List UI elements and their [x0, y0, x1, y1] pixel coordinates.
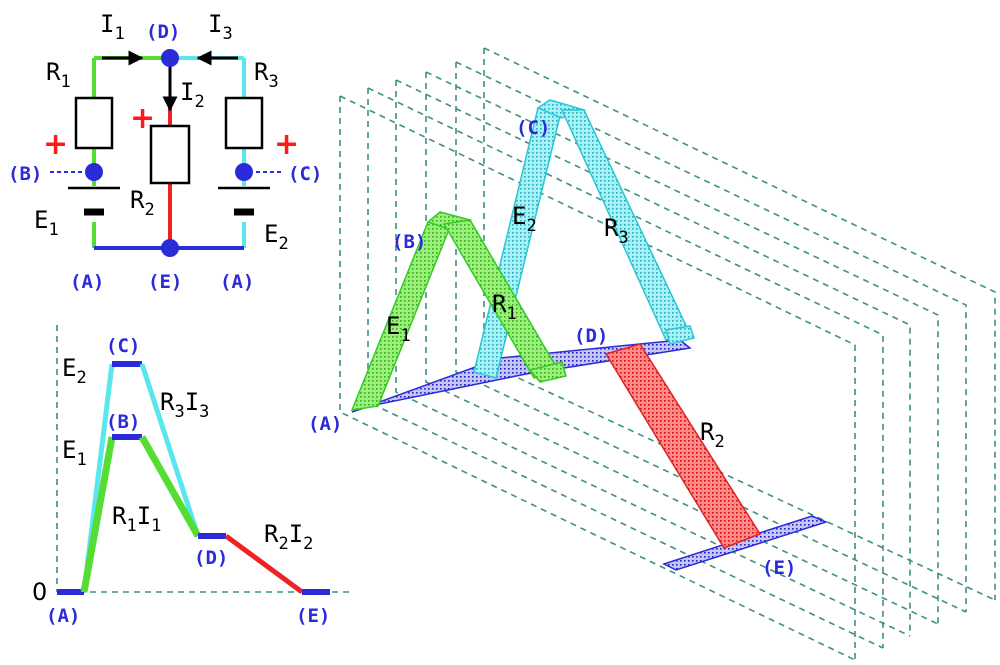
graph-node-d: (D) — [194, 547, 228, 569]
ribbon-d-junction — [528, 361, 567, 383]
graph-node-b: (B) — [106, 411, 140, 433]
view3d-label-r1: R1 — [492, 290, 517, 324]
label-i1: I1 — [100, 10, 125, 44]
node-e-dot — [161, 239, 179, 257]
view3d-node-c: (C) — [516, 117, 550, 139]
graph-label-e2: E2 — [62, 354, 87, 388]
plus-r2: + — [130, 101, 155, 136]
graph-label-e1: E1 — [62, 436, 87, 470]
ribbon-d-cap — [665, 325, 695, 345]
label-r3: R3 — [254, 58, 279, 92]
graph-node-e: (E) — [296, 605, 330, 627]
view3d-node-a: (A) — [308, 413, 342, 435]
label-i3: I3 — [208, 10, 233, 44]
ribbon-r2 — [604, 343, 762, 549]
graph-label-r2i2: R2I2 — [264, 520, 313, 554]
view3d-node-b: (B) — [392, 231, 426, 253]
graph-node-c: (C) — [106, 335, 140, 357]
node-e-label: (E) — [148, 271, 182, 293]
graph-zero-label: 0 — [32, 578, 47, 606]
view3d-label-r2: R2 — [700, 418, 725, 452]
view3d-label-e1: E1 — [386, 312, 411, 346]
node-b-label: (B) — [8, 163, 42, 185]
node-c-dot — [235, 163, 253, 181]
view3d-label-r3: R3 — [604, 214, 629, 248]
node-a-right-label: (A) — [220, 271, 254, 293]
circuit-schematic: I1 I3 I2 R1 R3 R2 E1 E2 + + + (D) (B) (C… — [8, 10, 322, 293]
view3d-node-d: (D) — [574, 325, 608, 347]
plus-e1: + — [43, 127, 68, 162]
plus-e2: + — [274, 127, 299, 162]
view3d-node-e: (E) — [762, 557, 796, 579]
segment-r3i3-drop — [139, 363, 201, 537]
node-d-label: (D) — [146, 21, 180, 43]
resistor-r1 — [74, 96, 114, 150]
resistor-r3 — [224, 96, 264, 150]
potential-graph: 0 (C) (B) (D) (A) (E) E2 E1 R3I3 R1I1 R2… — [32, 325, 352, 627]
label-i2: I2 — [180, 78, 205, 112]
graph-node-a: (A) — [46, 605, 80, 627]
node-c-label: (C) — [288, 163, 322, 185]
resistor-r2 — [149, 124, 191, 185]
segment-r1i1-drop — [138, 435, 202, 538]
view3d-label-e2: E2 — [512, 202, 537, 236]
node-b-dot — [85, 163, 103, 181]
segment-e1-rise — [80, 436, 116, 593]
node-a-left-label: (A) — [70, 271, 104, 293]
label-r1: R1 — [46, 58, 71, 92]
label-e2: E2 — [264, 220, 289, 254]
ribbon-e — [662, 515, 829, 571]
view-3d: (A) (B) (C) (D) (E) E1 E2 R1 R3 R2 — [308, 47, 996, 661]
label-e1: E1 — [34, 206, 59, 240]
node-d-dot — [161, 49, 179, 67]
grid-planes — [339, 47, 996, 661]
ribbon-r3 — [560, 109, 692, 341]
label-r2: R2 — [130, 186, 155, 220]
segment-r2i2-drop — [224, 533, 304, 595]
graph-label-r3i3: R3I3 — [160, 388, 209, 422]
graph-label-r1i1: R1I1 — [112, 502, 161, 536]
